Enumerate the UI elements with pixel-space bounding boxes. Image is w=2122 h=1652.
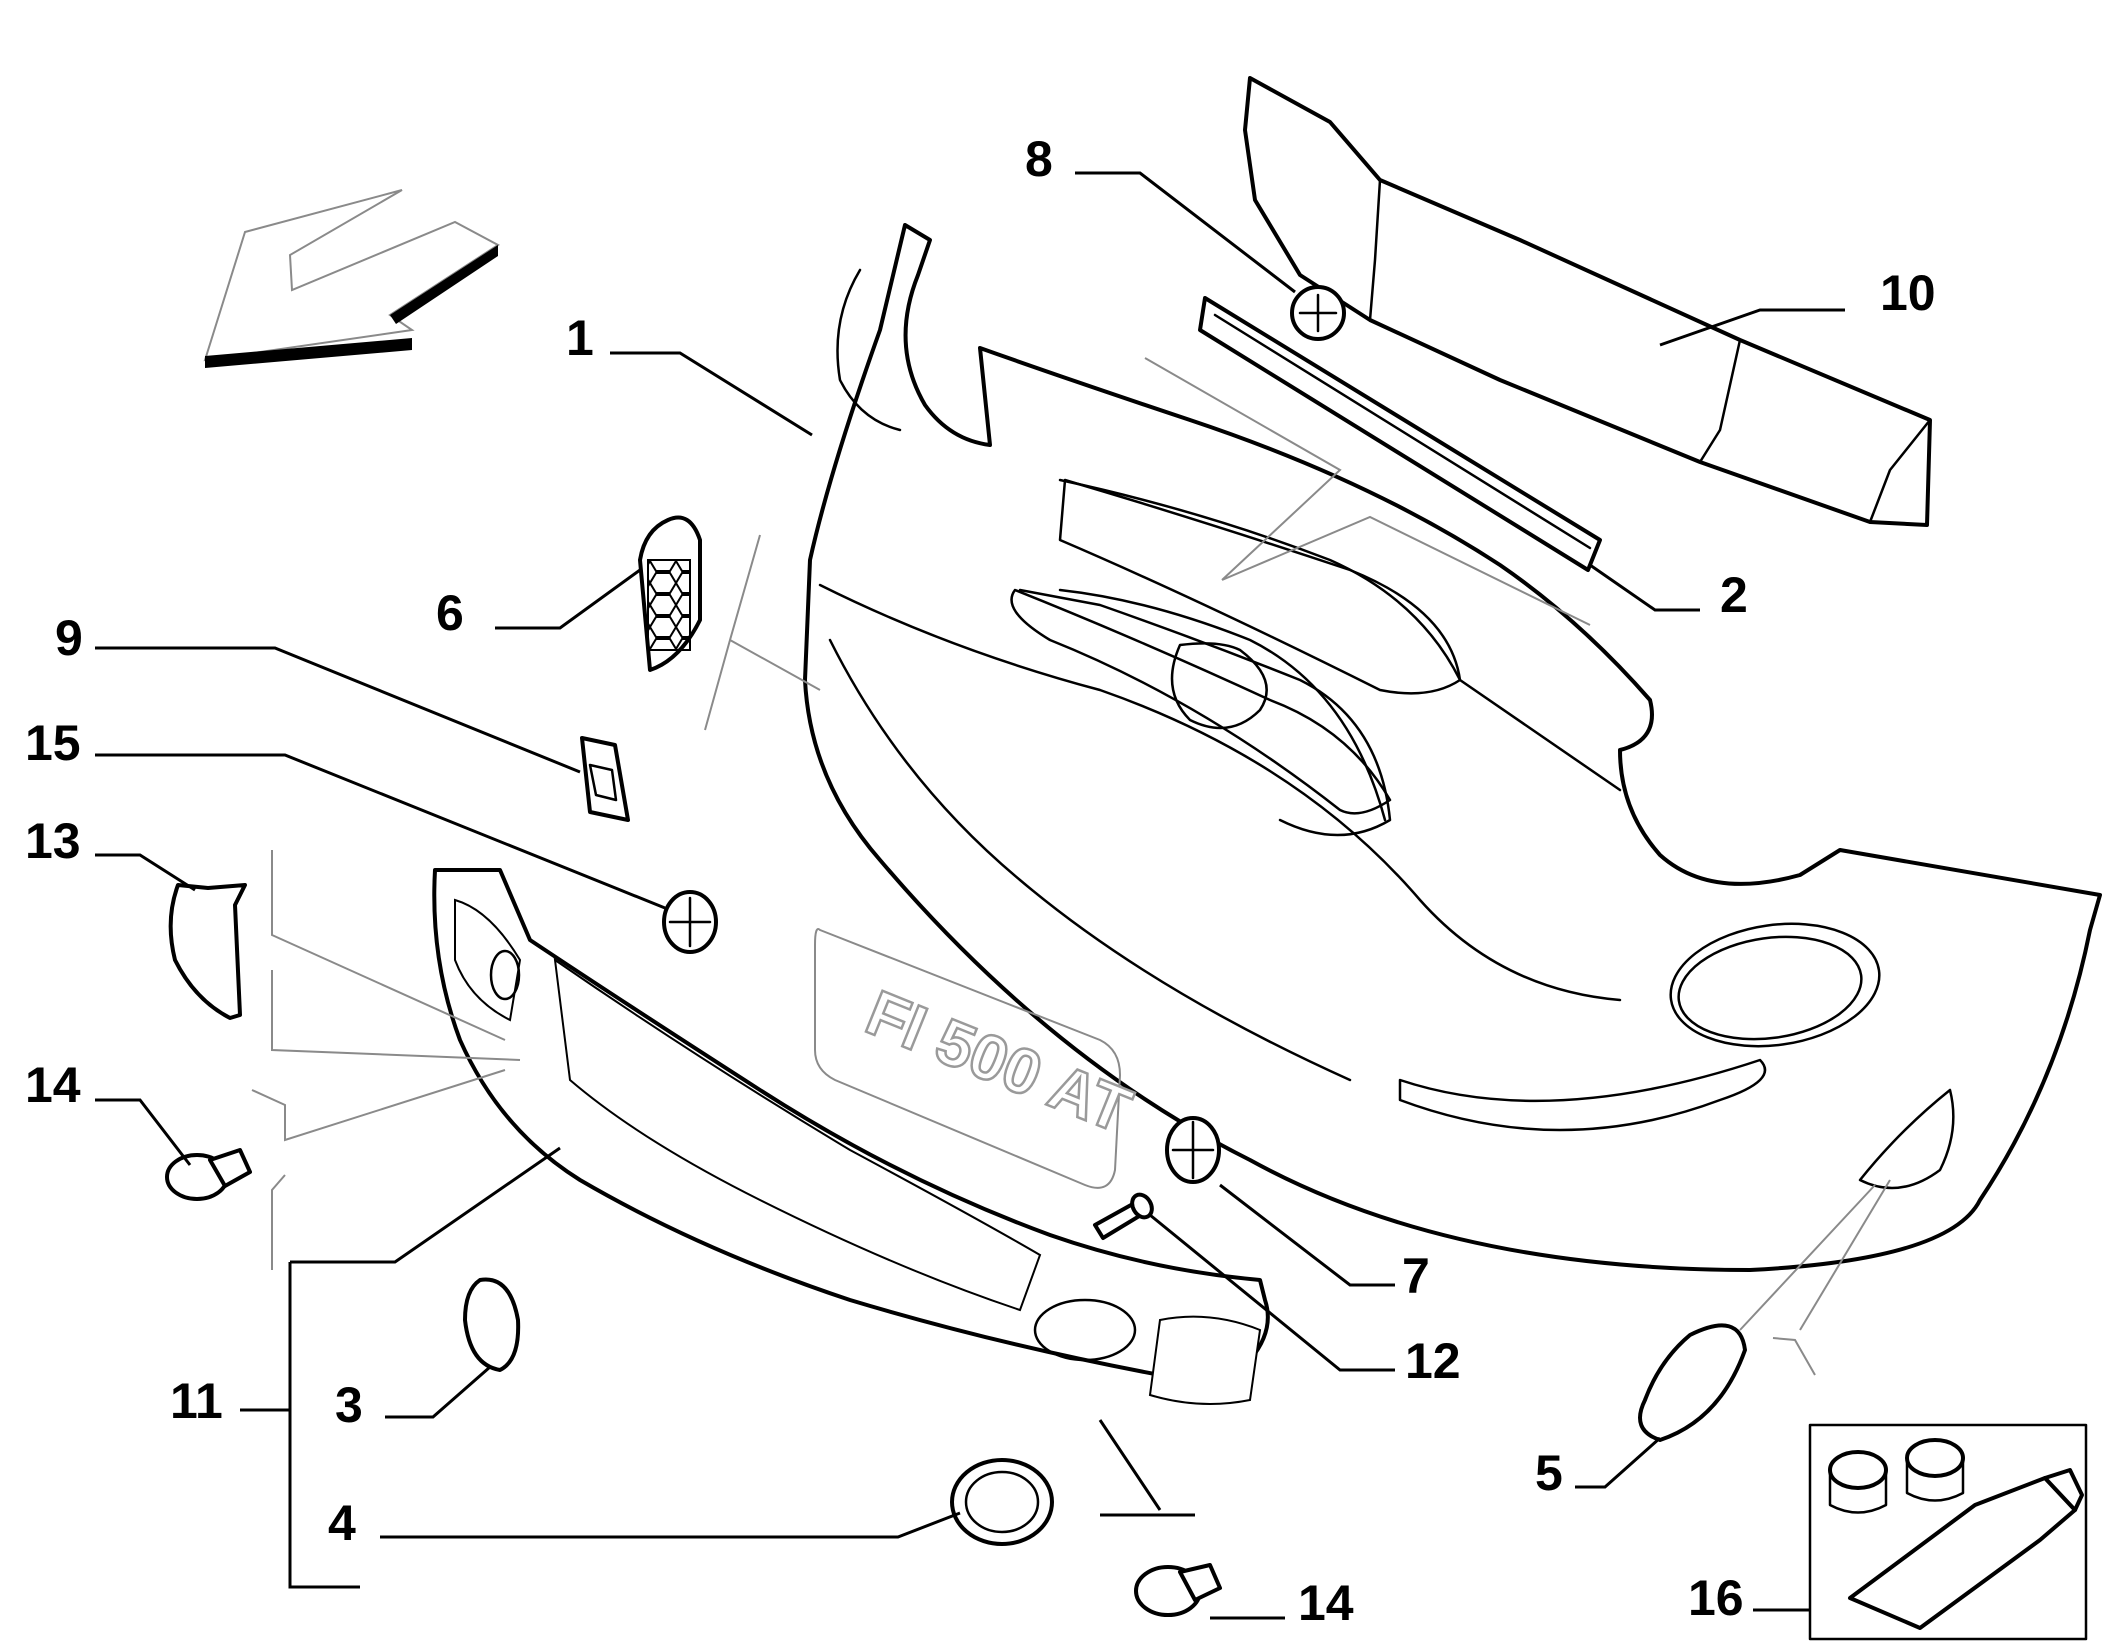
part-15-plug-cap <box>662 890 718 954</box>
callout-15: 15 <box>25 715 81 771</box>
part-5-side-grille-right <box>1638 1323 1747 1442</box>
part-9-tow-hook-cover <box>580 736 630 822</box>
callout-1: 1 <box>566 310 594 366</box>
part-8-plug-cap <box>1290 285 1346 341</box>
part-10-energy-absorber <box>1243 76 1932 527</box>
part-4-fog-ring-right <box>950 1458 1054 1546</box>
callout-7: 7 <box>1402 1248 1430 1304</box>
part-6-side-grille-left <box>638 515 702 672</box>
callout-8: 8 <box>1025 131 1053 187</box>
callout-6: 6 <box>436 585 464 641</box>
part-12-screw <box>1093 1192 1154 1240</box>
guide-lines <box>251 357 1891 1376</box>
callout-4: 4 <box>328 1495 356 1551</box>
part-3-fog-ring-left <box>463 1277 521 1372</box>
callout-5: 5 <box>1535 1445 1563 1501</box>
part-16-repair-kit <box>1808 1423 2088 1641</box>
part-2-upper-grille-strip <box>1198 296 1602 572</box>
callout-9: 9 <box>55 610 83 666</box>
callout-14-upper: 14 <box>25 1057 81 1113</box>
part-13-bracket <box>168 883 247 1020</box>
callout-13: 13 <box>25 813 81 869</box>
callout-10: 10 <box>1880 265 1936 321</box>
callout-16: 16 <box>1688 1570 1744 1626</box>
callout-11: 11 <box>170 1373 223 1429</box>
callout-12: 12 <box>1405 1333 1461 1389</box>
callout-labels: 1 2 3 4 5 6 7 8 9 10 11 12 13 14 14 15 1… <box>25 131 1936 1631</box>
direction-arrow-icon <box>203 189 500 368</box>
part-1-bumper-shell <box>803 223 2102 1272</box>
part-7-plug-cap <box>1165 1116 1221 1184</box>
callout-14-lower: 14 <box>1298 1575 1354 1631</box>
callout-2: 2 <box>1720 567 1748 623</box>
leader-lines <box>95 171 1845 1620</box>
callout-3: 3 <box>335 1377 363 1433</box>
part-14-clip-lower <box>1134 1563 1222 1617</box>
part-14-clip-upper <box>165 1148 252 1201</box>
part-11-lower-bumper-grille <box>432 868 1270 1405</box>
